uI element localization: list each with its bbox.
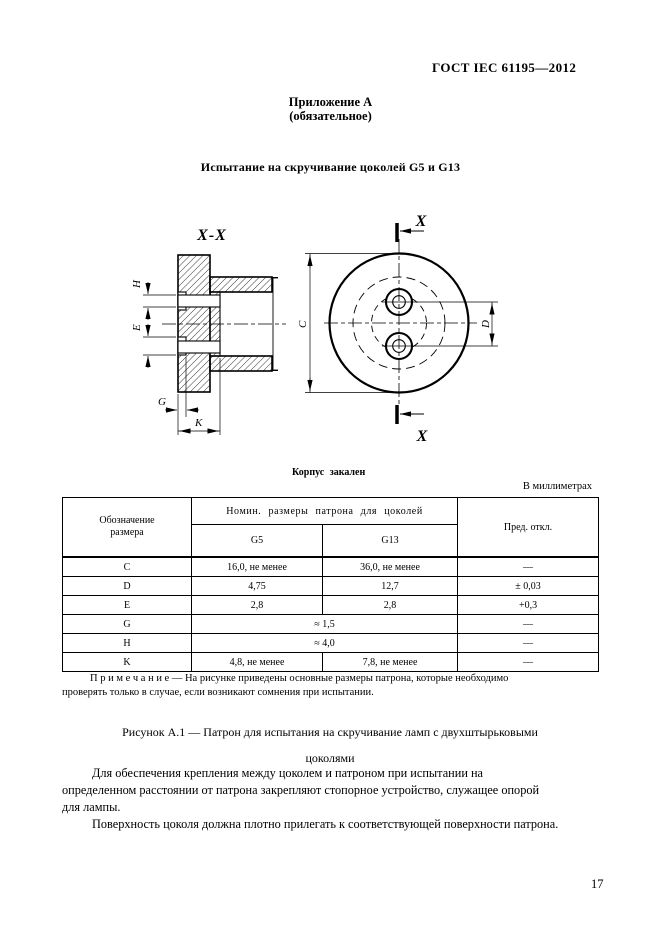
dim-label-g: G (158, 396, 166, 408)
dim-label-d: D (480, 320, 492, 329)
left-section-view: X-X H (131, 227, 286, 435)
cell-g13: 12,7 (321, 576, 459, 596)
dim-label-c: C (297, 320, 309, 328)
cut-plane-mark-top: X (395, 213, 427, 242)
page-number: 17 (591, 877, 604, 891)
dim-label-k: K (194, 417, 203, 429)
cell-designation: K (62, 652, 192, 672)
cell-shared-value: ≈ 4,0 (190, 633, 459, 653)
flange-plate (177, 254, 211, 393)
pin-channel-upper (177, 294, 221, 308)
hardening-note: Корпус закален (292, 467, 366, 478)
table-note: П р и м е ч а н и е — На рисунке приведе… (62, 673, 509, 698)
cell-tolerance: +0,3 (457, 595, 600, 615)
dimension-g: G (158, 357, 199, 435)
cell-designation: G (62, 614, 192, 634)
cell-tolerance: — (457, 652, 600, 672)
cell-g13: 36,0, не менее (321, 556, 459, 577)
dim-label-e: E (131, 324, 143, 332)
tube-wall-top (209, 276, 273, 293)
cut-plane-mark-bottom: X (395, 405, 428, 445)
pin-channel-lower (177, 340, 221, 354)
section-title: Испытание на скручивание цоколей G5 и G1… (200, 160, 461, 174)
body-paragraph-1: Для обеспечения крепления между цоколем … (62, 766, 540, 814)
cell-designation: H (62, 633, 192, 653)
table-row: H ≈ 4,0 — (62, 633, 600, 653)
cell-designation: D (62, 576, 192, 596)
col-header-group: Номин. размеры патрона для цоколей (190, 497, 459, 525)
cell-g5: 16,0, не менее (191, 556, 323, 577)
table-row: D 4,75 12,7 ± 0,03 (62, 576, 600, 596)
col-header-g5: G5 (191, 524, 323, 558)
cut-label-bottom: X (416, 428, 428, 445)
appendix-heading: Приложение А (обязательное) (288, 95, 373, 123)
table-row: K 4,8, не менее 7,8, не менее — (62, 652, 600, 672)
figure-caption: Рисунок А.1 — Патрон для испытания на ск… (122, 725, 538, 765)
col-header-tolerance: Пред. откл. (457, 497, 600, 558)
dimension-e: E (131, 324, 176, 368)
table-row: G ≈ 1,5 — (62, 614, 600, 634)
body-paragraph-2: Поверхность цоколя должна плотно прилега… (92, 817, 559, 831)
cell-designation: E (62, 595, 192, 615)
dimension-k: K (178, 358, 221, 435)
cell-g13: 7,8, не менее (321, 652, 459, 672)
cell-tolerance: — (457, 614, 600, 634)
section-view-label: X-X (196, 227, 227, 244)
cell-tolerance: — (457, 633, 600, 653)
figure-a1-drawing: X-X H (131, 213, 498, 445)
cell-g5: 2,8 (191, 595, 323, 615)
right-end-view: C D X X (297, 213, 498, 445)
table-row: E 2,8 2,8 +0,3 (62, 595, 600, 615)
dimension-h: H (131, 279, 176, 320)
dimensions-table: Обозначение размера Номин. размеры патро… (62, 497, 600, 672)
dimension-c: C (297, 253, 403, 393)
page-header: ГОСТ IEC 61195—2012 (432, 60, 577, 75)
table-header-row-1: Обозначение размера Номин. размеры патро… (62, 497, 600, 558)
dimension-d: D (480, 302, 495, 346)
units-note: В миллиметрах (522, 481, 592, 492)
cell-designation: C (62, 556, 192, 577)
cell-g5: 4,75 (191, 576, 323, 596)
col-header-g13: G13 (321, 524, 459, 558)
dim-label-h: H (131, 279, 143, 289)
cell-tolerance: ± 0,03 (457, 576, 600, 596)
cell-g5: 4,8, не менее (191, 652, 323, 672)
table-header-row-2: G5 G13 (63, 524, 599, 558)
col-header-designation: Обозначение размера (62, 497, 192, 558)
cell-shared-value: ≈ 1,5 (190, 614, 459, 634)
cell-tolerance: — (457, 556, 600, 577)
table-row: C 16,0, не менее 36,0, не менее — (62, 556, 600, 577)
cut-label-top: X (415, 213, 427, 230)
tube-wall-bottom (209, 355, 273, 372)
cell-g13: 2,8 (321, 595, 459, 615)
